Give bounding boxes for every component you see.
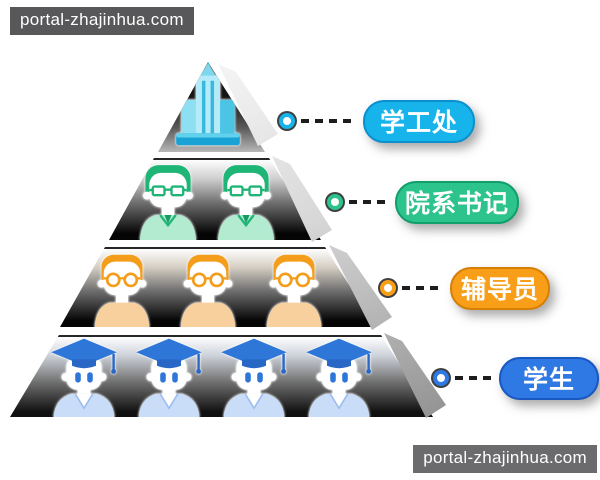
label-pill-fudaoyuan: 辅导员 <box>449 266 550 310</box>
watermark-top-left: portal-zhajinhua.com <box>10 7 194 35</box>
label-pill-xuesheng: 学生 <box>498 356 599 400</box>
counselor-icon <box>256 251 332 327</box>
dashed-connector-line <box>455 376 493 380</box>
graduate-icon <box>299 337 379 417</box>
connector-fudaoyuan: 辅导员 <box>380 266 550 310</box>
watermark-bottom-right: portal-zhajinhua.com <box>413 445 597 473</box>
graduate-icon <box>214 337 294 417</box>
connector-yuanxishuji: 院系书记 <box>327 180 519 224</box>
level-icons-row <box>0 337 429 417</box>
secretary-icon <box>129 162 207 240</box>
ring-marker-icon <box>433 370 449 386</box>
dashed-connector-line <box>301 119 357 123</box>
label-pill-yuanxishuji: 院系书记 <box>394 180 519 224</box>
connector-xuesheng: 学生 <box>433 356 599 400</box>
secretary-icon <box>207 162 285 240</box>
graduate-icon <box>129 337 209 417</box>
ring-marker-icon <box>279 113 295 129</box>
counselor-icon <box>84 251 160 327</box>
graduate-icon <box>44 337 124 417</box>
level-icons-row <box>45 251 370 327</box>
connector-xuegongchu: 学工处 <box>279 99 475 143</box>
label-pill-xuegongchu: 学工处 <box>362 99 475 143</box>
ring-marker-icon <box>380 280 396 296</box>
dashed-connector-line <box>349 200 389 204</box>
dashed-connector-line <box>402 286 444 290</box>
pyramid-level-xuesheng <box>10 335 433 417</box>
ring-marker-icon <box>327 194 343 210</box>
pyramid-level-fudaoyuan <box>60 247 376 327</box>
counselor-icon <box>170 251 246 327</box>
